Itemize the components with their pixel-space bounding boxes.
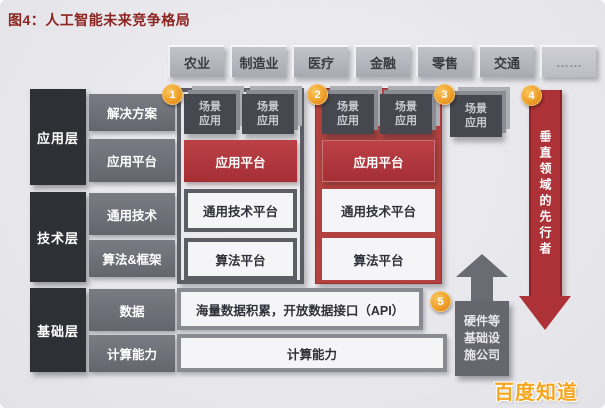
scene-app-label: 场景应用 <box>257 101 279 127</box>
computing-power-box: 计算能力 <box>177 334 447 372</box>
layer-application: 应用层 <box>30 89 86 185</box>
scene-app-label: 场景应用 <box>465 103 487 129</box>
algo-platform-box: 算法平台 <box>322 238 435 280</box>
scene-app-box: 场景应用 <box>450 95 502 137</box>
badge-5: 5 <box>430 291 451 312</box>
badge-1: 1 <box>162 84 183 105</box>
industry-finance: 金融 <box>354 45 410 77</box>
industry-medical: 医疗 <box>292 45 348 77</box>
algo-platform-box: 算法平台 <box>184 238 297 280</box>
capability-solution: 解决方案 <box>89 94 175 131</box>
vertical-pioneer-arrowhead-icon <box>519 296 571 330</box>
vertical-pioneer-arrow: 垂直领域的先行者 <box>529 90 562 298</box>
badge-2: 2 <box>307 84 328 105</box>
vertical-pioneer-label: 垂直领域的先行者 <box>538 130 552 258</box>
group-frame-1 <box>177 88 304 284</box>
general-tech-platform-box: 通用技术平台 <box>184 189 297 232</box>
hardware-company-box: 硬件等基础设施公司 <box>455 301 509 376</box>
capability-general-tech: 通用技术 <box>89 193 175 235</box>
general-tech-platform-box: 通用技术平台 <box>322 189 435 232</box>
scene-app-label: 场景应用 <box>199 101 221 127</box>
capability-computing: 计算能力 <box>89 335 175 372</box>
industry-transport: 交通 <box>478 45 534 77</box>
figure-title: 图4：人工智能未来竞争格局 <box>8 12 191 28</box>
industry-retail: 零售 <box>416 45 472 77</box>
scene-app-label: 场景应用 <box>395 101 417 127</box>
scene-app-box: 场景应用 <box>322 94 374 134</box>
industry-more: …… <box>540 45 596 77</box>
scene-app-box: 场景应用 <box>184 94 236 134</box>
app-platform-box: 应用平台 <box>322 140 435 182</box>
capability-data: 数据 <box>89 289 175 331</box>
capability-app-platform: 应用平台 <box>89 139 175 182</box>
layer-technology: 技术层 <box>30 192 86 282</box>
badge-4: 4 <box>521 85 542 106</box>
capability-algo-framework: 算法&框架 <box>89 240 175 277</box>
hardware-up-arrowhead-icon <box>456 254 508 277</box>
scene-app-label: 场景应用 <box>337 101 359 127</box>
industry-manufacturing: 制造业 <box>230 45 286 77</box>
hardware-up-arrow-shaft <box>471 276 493 303</box>
data-accumulation-box: 海量数据积累，开放数据接口（API） <box>177 288 423 330</box>
badge-3: 3 <box>434 84 455 105</box>
industry-agriculture: 农业 <box>168 45 224 77</box>
hardware-company-label: 硬件等基础设施公司 <box>463 314 500 362</box>
scene-app-box: 场景应用 <box>242 94 294 134</box>
app-platform-box: 应用平台 <box>184 140 297 182</box>
scene-app-box: 场景应用 <box>380 94 432 134</box>
layer-foundation: 基础层 <box>30 288 86 372</box>
baidu-zhidao-watermark: 百度知道 <box>494 382 578 404</box>
